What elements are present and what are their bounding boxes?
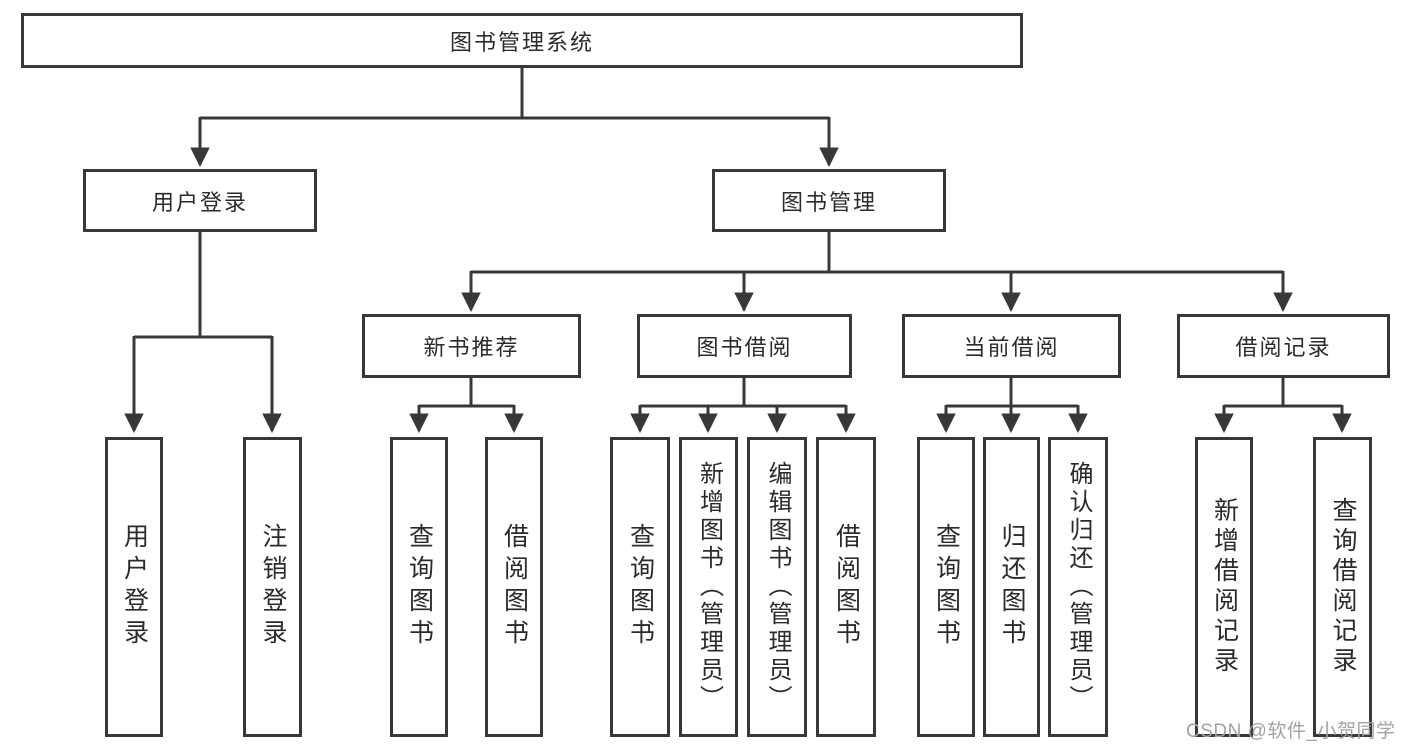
node-label: 注销登录 [259, 523, 287, 651]
connector-current-borrowing [936, 378, 1088, 433]
node-label: 归还图书 [998, 523, 1026, 651]
node-label: 借阅记录 [1235, 335, 1332, 360]
node-new-book-recommend: 新书推荐 [362, 314, 581, 378]
node-user-login: 用户登录 [83, 169, 317, 232]
leaf-borrow-books-borrowing: 借阅图书 [816, 437, 876, 737]
node-label: 图书管理 [780, 189, 877, 215]
node-label: 编辑图书（管理员） [764, 461, 791, 713]
node-label: 图书借阅 [696, 335, 793, 360]
node-label: 借阅图书 [832, 523, 861, 651]
leaf-return-books: 归还图书 [983, 437, 1040, 737]
leaf-add-book-admin: 新增图书（管理员） [679, 437, 738, 737]
node-book-management: 图书管理 [712, 169, 946, 232]
node-label: 新书推荐 [423, 335, 520, 360]
node-label: 确认归还（管理员） [1065, 461, 1092, 713]
leaf-user-login: 用户登录 [105, 437, 163, 737]
leaf-confirm-return-admin: 确认归还（管理员） [1048, 437, 1108, 737]
leaf-query-books-current: 查询图书 [917, 437, 975, 737]
leaf-add-borrow-record: 新增借阅记录 [1195, 437, 1253, 737]
node-label: 新增图书（管理员） [695, 461, 723, 713]
node-label: 新增借阅记录 [1210, 497, 1239, 677]
node-borrowing-records: 借阅记录 [1177, 314, 1390, 378]
leaf-query-books-borrowing: 查询图书 [610, 437, 670, 737]
node-current-borrowing: 当前借阅 [902, 314, 1121, 378]
connector-new-book-recommend [409, 378, 524, 433]
leaf-query-books-recommend: 查询图书 [390, 437, 448, 737]
leaf-logout: 注销登录 [243, 437, 302, 737]
node-label: 借阅图书 [500, 523, 529, 651]
node-label: 查询图书 [405, 523, 434, 651]
connector-root [190, 68, 839, 167]
node-label: 查询图书 [932, 523, 961, 651]
leaf-edit-book-admin: 编辑图书（管理员） [747, 437, 807, 737]
node-book-borrowing: 图书借阅 [637, 314, 852, 378]
leaf-borrow-books-recommend: 借阅图书 [485, 437, 543, 737]
leaf-query-borrow-record: 查询借阅记录 [1313, 437, 1372, 737]
node-label: 用户登录 [120, 523, 149, 651]
node-label: 查询图书 [626, 523, 655, 651]
connector-borrowing-records [1214, 378, 1352, 433]
node-label: 用户登录 [151, 189, 248, 215]
node-label: 查询借阅记录 [1329, 497, 1357, 677]
node-label: 当前借阅 [963, 335, 1060, 360]
connector-user-login [124, 232, 282, 433]
connector-book-borrowing [630, 378, 856, 433]
node-label: 图书管理系统 [449, 29, 594, 55]
watermark: CSDN @软件_小贺同学 [1186, 721, 1396, 742]
connector-book-management [461, 232, 1293, 312]
node-library-management-system: 图书管理系统 [21, 13, 1023, 68]
